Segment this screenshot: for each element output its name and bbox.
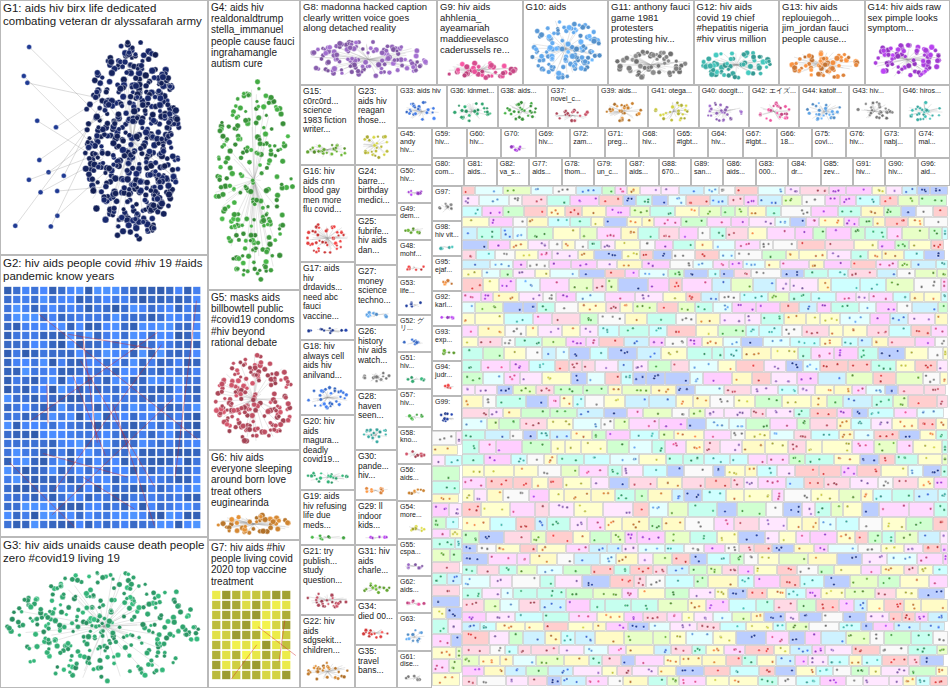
graph-canvas: G1: aids hiv birx life dedicated combati… [0,0,950,688]
